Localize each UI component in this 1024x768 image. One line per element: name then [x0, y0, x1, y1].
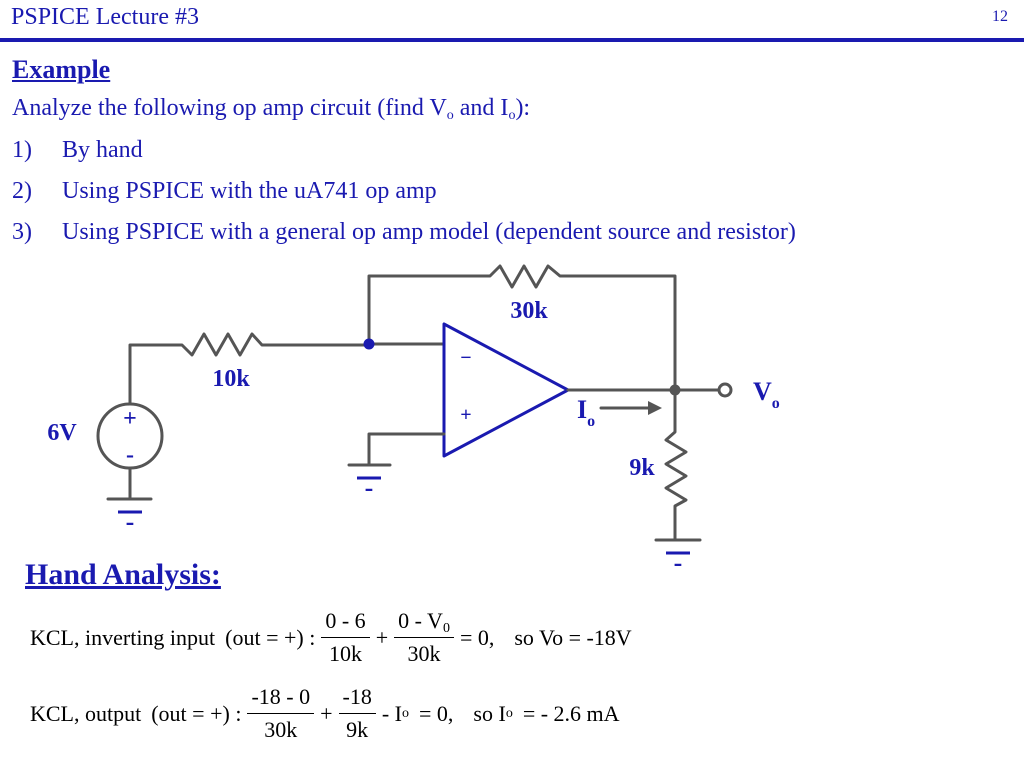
eq2-fraction-1: -18 - 0 30k	[247, 683, 315, 744]
opamp-plus-sign: +	[460, 404, 471, 426]
eq2-result-post: = - 2.6 mA	[522, 700, 620, 726]
equation-output: KCL, output (out = +) : -18 - 0 30k + -18…	[30, 683, 620, 744]
iout-label: Io	[577, 395, 595, 430]
r-load-label: 9k	[629, 455, 655, 481]
eq2-f1-numerator: -18 - 0	[247, 683, 315, 714]
list-item-number: 3)	[12, 219, 32, 245]
title-rule	[0, 38, 1024, 42]
slide-number: 12	[992, 8, 1008, 25]
intro-text: Analyze the following op amp circuit (fi…	[12, 95, 531, 123]
eq1-f2-num-sub: 0	[442, 621, 450, 636]
ground-mark: -	[365, 473, 374, 502]
list-item-text: Using PSPICE with a general op amp model…	[62, 219, 796, 245]
eq2-f2-numerator: -18	[338, 683, 376, 714]
feedback-wire	[367, 264, 677, 392]
eq2-condition: (out = +) :	[151, 700, 242, 726]
eq1-f1-numerator: 0 - 6	[321, 607, 370, 638]
source-value-label: 6V	[47, 420, 77, 446]
eq2-f2-denominator: 9k	[346, 717, 369, 742]
ground-mark: -	[674, 548, 683, 577]
list-item-text: Using PSPICE with the uA741 op amp	[62, 178, 437, 204]
junction-dot	[363, 338, 375, 350]
example-heading: Example	[12, 55, 111, 84]
input-wire	[128, 332, 371, 407]
eq1-label: KCL, inverting input	[30, 624, 216, 650]
r-input-label: 10k	[212, 366, 250, 392]
eq1-fraction-1: 0 - 6 10k	[321, 607, 370, 668]
load-resistor	[664, 388, 688, 542]
slide-title: PSPICE Lecture #3	[11, 4, 199, 30]
source-plus-sign: +	[123, 406, 137, 432]
junction-dot	[669, 384, 681, 396]
voltage-source	[96, 402, 164, 470]
vout-label: Vo	[753, 377, 780, 412]
iout-sub: o	[587, 413, 595, 430]
ground-mark: -	[126, 507, 135, 536]
output-terminal	[717, 382, 733, 398]
equation-inverting-input: KCL, inverting input (out = +) : 0 - 6 10…	[30, 607, 632, 668]
list-item-number: 2)	[12, 178, 32, 204]
vout-main: V	[753, 377, 772, 406]
eq1-f1-denominator: 10k	[329, 641, 363, 666]
list-item: 1) By hand	[12, 137, 143, 164]
source-minus-sign: -	[126, 442, 134, 468]
intro-mid: and I	[453, 95, 509, 121]
hand-analysis-heading: Hand Analysis:	[25, 558, 221, 591]
noninverting-input-wire	[367, 432, 446, 467]
list-item: 3) Using PSPICE with a general op amp mod…	[12, 219, 796, 246]
eq1-f2-numerator: 0 - V0	[394, 607, 454, 638]
eq2-mid-post: = 0,	[419, 700, 454, 726]
eq2-label: KCL, output	[30, 700, 142, 726]
iout-main: I	[577, 395, 587, 424]
eq2-f1-denominator: 30k	[264, 717, 298, 742]
eq2-mid-pre: - I	[381, 700, 402, 726]
list-item: 2) Using PSPICE with the uA741 op amp	[12, 178, 437, 205]
r-feedback-label: 30k	[510, 298, 548, 324]
opamp-triangle	[442, 322, 570, 458]
list-item-number: 1)	[12, 137, 32, 163]
intro-post: ):	[515, 95, 531, 121]
eq1-f2-num-text: 0 - V	[398, 608, 443, 633]
eq1-plus: +	[375, 624, 389, 650]
eq1-condition: (out = +) :	[225, 624, 316, 650]
eq2-plus: +	[320, 700, 333, 726]
list-item-text: By hand	[62, 137, 143, 163]
intro-sub-1: o	[446, 108, 454, 123]
eq1-f2-denominator: 30k	[407, 641, 441, 666]
eq1-result: so Vo = -18V	[514, 624, 632, 650]
current-arrow-head	[648, 401, 662, 415]
eq2-result-pre: so I	[473, 700, 506, 726]
vout-sub: o	[772, 395, 780, 412]
eq1-rhs: = 0,	[459, 624, 495, 650]
intro-sub-2: o	[508, 108, 516, 123]
intro-pre: Analyze the following op amp circuit (fi…	[12, 95, 447, 121]
opamp-minus-sign: −	[460, 347, 471, 369]
